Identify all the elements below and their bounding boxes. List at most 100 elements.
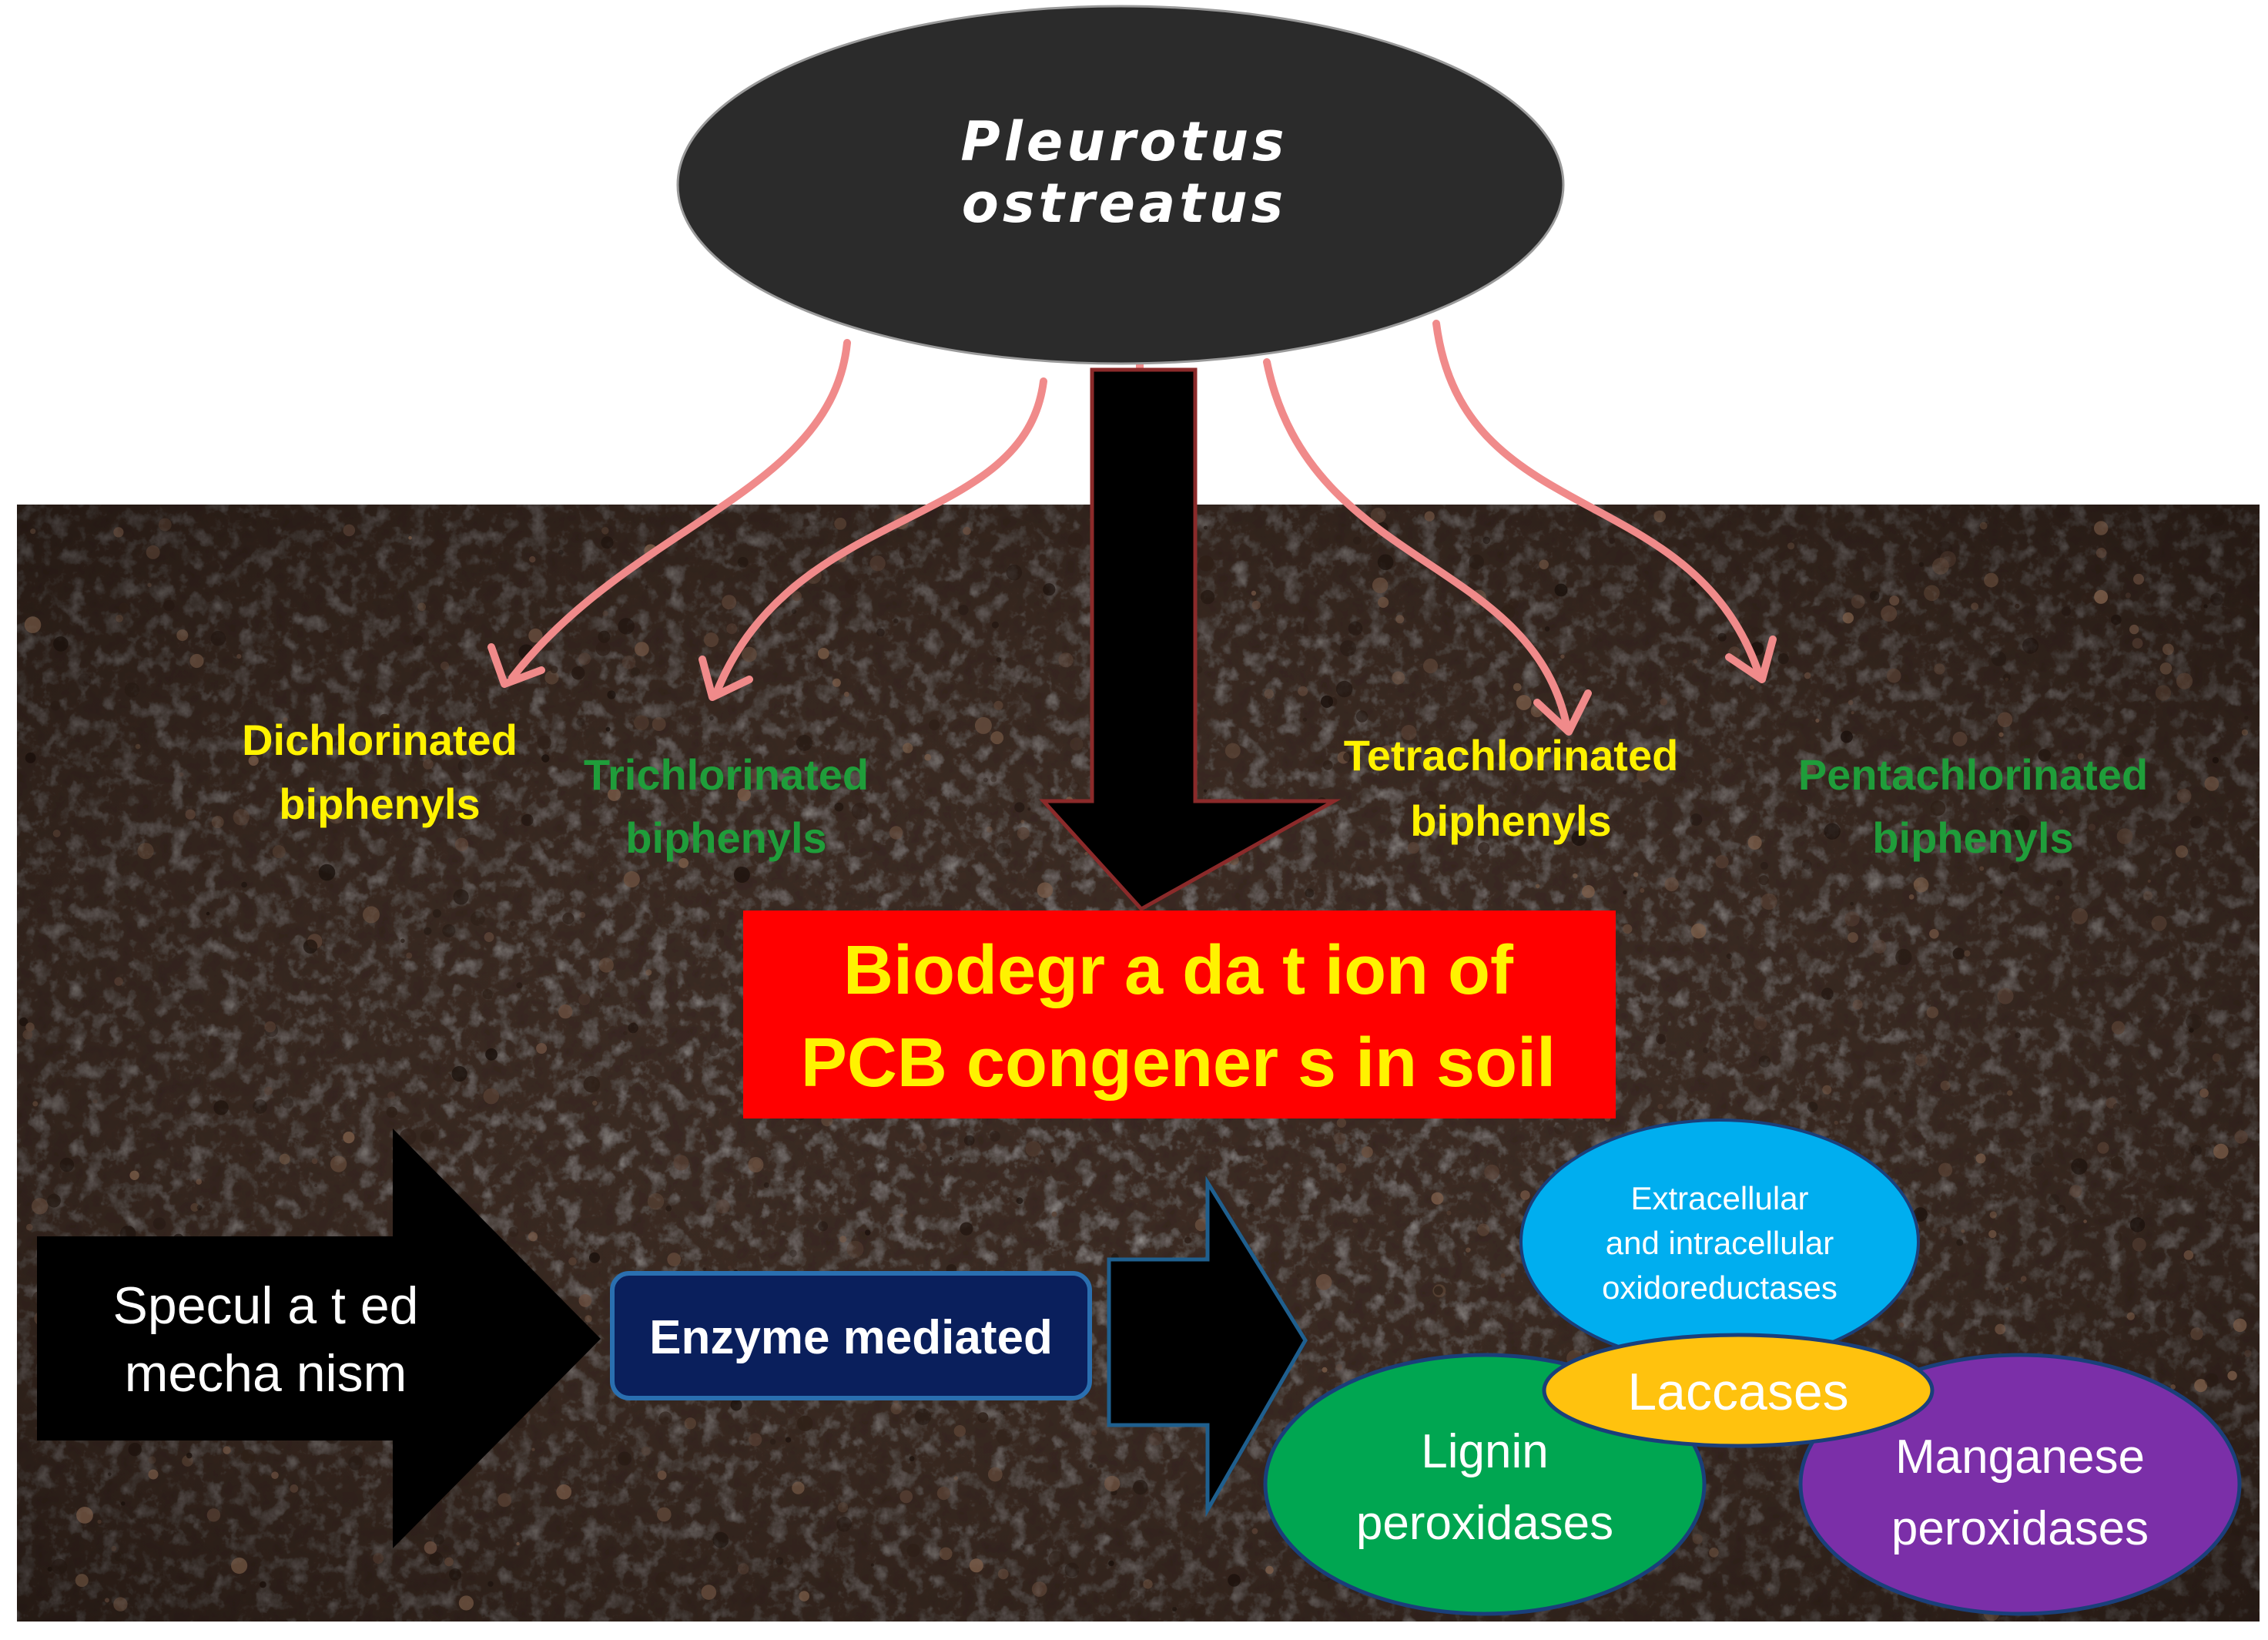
soil-speck [1653,511,1661,518]
soil-speck [1224,743,1241,759]
soil-speck [1298,686,1308,696]
soil-speck [2206,1209,2216,1219]
soil-speck [1869,591,1880,601]
soil-speck [189,653,204,669]
arrow-to-tetrachlorinated [1263,358,1571,732]
soil-speck [2204,1373,2219,1387]
soil-speck [323,629,333,639]
soil-speck [78,673,92,687]
soil-speck [1027,807,1031,811]
soil-speck [2244,716,2249,720]
soil-speck [516,1541,520,1546]
soil-speck [997,843,1011,857]
soil-speck [834,802,844,812]
soil-speck [1894,1092,1898,1095]
soil-speck [818,1221,829,1232]
soil-speck [1335,1363,1343,1371]
soil-speck [2133,573,2144,585]
soil-speck [566,1521,573,1528]
soil-speck [1370,508,1386,524]
soil-speck [634,715,649,730]
soil-speck [484,932,494,942]
speculated-mechanism-line1: Specul a t ed [113,1276,419,1335]
soil-speck [156,1538,164,1546]
congener-dichlorinated-line2: biphenyls [279,780,480,828]
soil-speck [558,1004,573,1019]
manganese-peroxidases-ellipse [1798,1353,2242,1616]
soil-speck [264,1021,276,1033]
soil-speck [314,1184,318,1188]
soil-speck [837,1502,849,1513]
soil-speck [1760,861,1768,870]
soil-speck [2244,1350,2252,1357]
soil-speck [528,1232,538,1242]
soil-speck [1361,1146,1373,1159]
soil-speck [1758,875,1769,886]
soil-speck [1131,1590,1138,1598]
soil-speck [1148,1432,1162,1446]
soil-speck [1392,671,1405,685]
soil-speck [532,1129,536,1134]
soil-speck [196,1179,202,1185]
soil-speck [571,666,585,680]
soil-speck [24,616,42,633]
soil-speck [260,610,267,617]
soil-speck [1482,536,1490,545]
soil-speck [2049,1194,2060,1206]
soil-speck [210,630,226,646]
soil-speck [1080,1524,1085,1528]
soil-speck [537,735,551,750]
soil-speck [1296,1273,1302,1278]
soil-speck [116,615,123,622]
soil-speck [1609,538,1616,545]
soil-speck [2129,1110,2132,1114]
soil-speck [440,661,450,671]
soil-speck [1997,712,2013,728]
soil-speck [667,1253,682,1266]
soil-speck [18,1017,28,1027]
soil-speck [2213,1143,2229,1159]
soil-speck [1908,894,1915,900]
soil-speck [485,1048,497,1061]
soil-speck [1143,1579,1153,1589]
soil-speck [1991,651,2007,666]
soil-speck [578,993,591,1006]
soil-speck [1988,1229,1997,1239]
soil-speck [1067,532,1084,548]
soil-speck [2125,592,2131,599]
soil-speck [647,1192,665,1210]
soil-speck [1926,1006,1938,1018]
soil-speck [1824,823,1841,840]
soil-speck [1051,1211,1057,1217]
soil-speck [343,524,356,537]
soil-speck [1194,1219,1208,1232]
soil-speck [1750,627,1761,638]
soil-speck [1516,695,1532,710]
soil-speck [1000,1410,1006,1415]
soil-speck [685,1498,692,1504]
soil-speck [1200,589,1215,605]
soil-speck [1466,1247,1471,1253]
soil-speck [1017,827,1030,840]
soil-speck [605,726,611,732]
soil-speck [1048,1551,1064,1567]
soil-speck [702,1267,707,1271]
soil-speck [2061,606,2072,616]
soil-speck [196,1205,203,1211]
arrowhead-dichlorinated [487,643,545,688]
soil-speck [657,1507,672,1522]
soil-speck [1348,621,1363,636]
soil-speck [22,1029,33,1040]
soil-speck [282,1097,294,1109]
soil-speck [2082,855,2088,860]
soil-speck [137,843,154,860]
soil-speck [213,1100,229,1115]
soil-speck [749,1433,762,1447]
soil-speck [1961,1229,1965,1233]
soil-speck [163,599,175,612]
soil-speck [47,1193,61,1208]
soil-speck [1500,815,1506,821]
soil-speck [792,1481,805,1494]
soil-speck [2176,672,2193,689]
soil-speck [303,939,318,954]
